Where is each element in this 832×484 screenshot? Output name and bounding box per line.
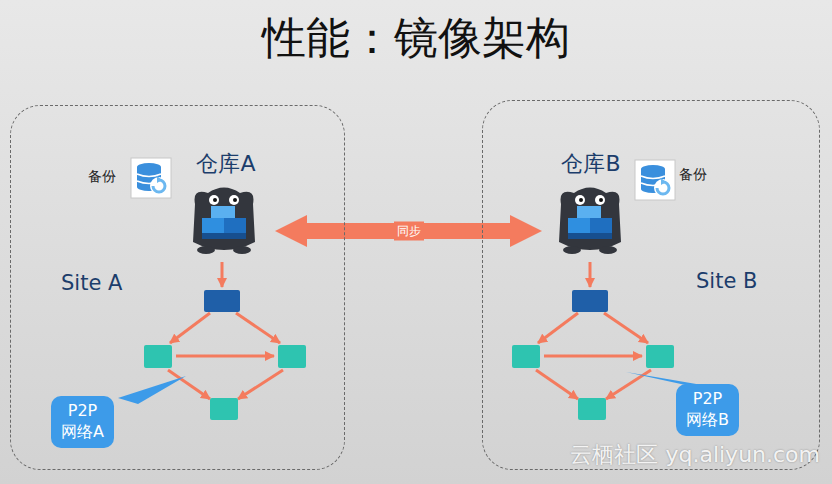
backup-label: 备份	[679, 166, 707, 184]
registry-node: 仓库A	[181, 151, 271, 261]
watermark: 云栖社区 yq.aliyun.com	[570, 440, 820, 470]
site-label: Site B	[696, 269, 757, 293]
registry-node: 仓库B	[546, 151, 636, 261]
registry-label: 仓库B	[546, 151, 636, 177]
callout-text: P2P 网络B	[686, 389, 729, 431]
site-region: Site B 仓库B P2P 网络B	[482, 100, 820, 470]
p2p-callout: P2P 网络B	[676, 384, 739, 436]
backup-label: 备份	[88, 168, 116, 186]
p2p-callout: P2P 网络A	[51, 396, 114, 448]
site-label: Site A	[61, 271, 122, 295]
diagram-title: 性能：镜像架构	[0, 12, 832, 65]
registry-label: 仓库A	[181, 151, 271, 177]
site-region: Site A 仓库A P2P 网络A	[10, 105, 345, 470]
callout-text: P2P 网络A	[61, 401, 104, 443]
edge-label: 同步	[394, 222, 424, 241]
